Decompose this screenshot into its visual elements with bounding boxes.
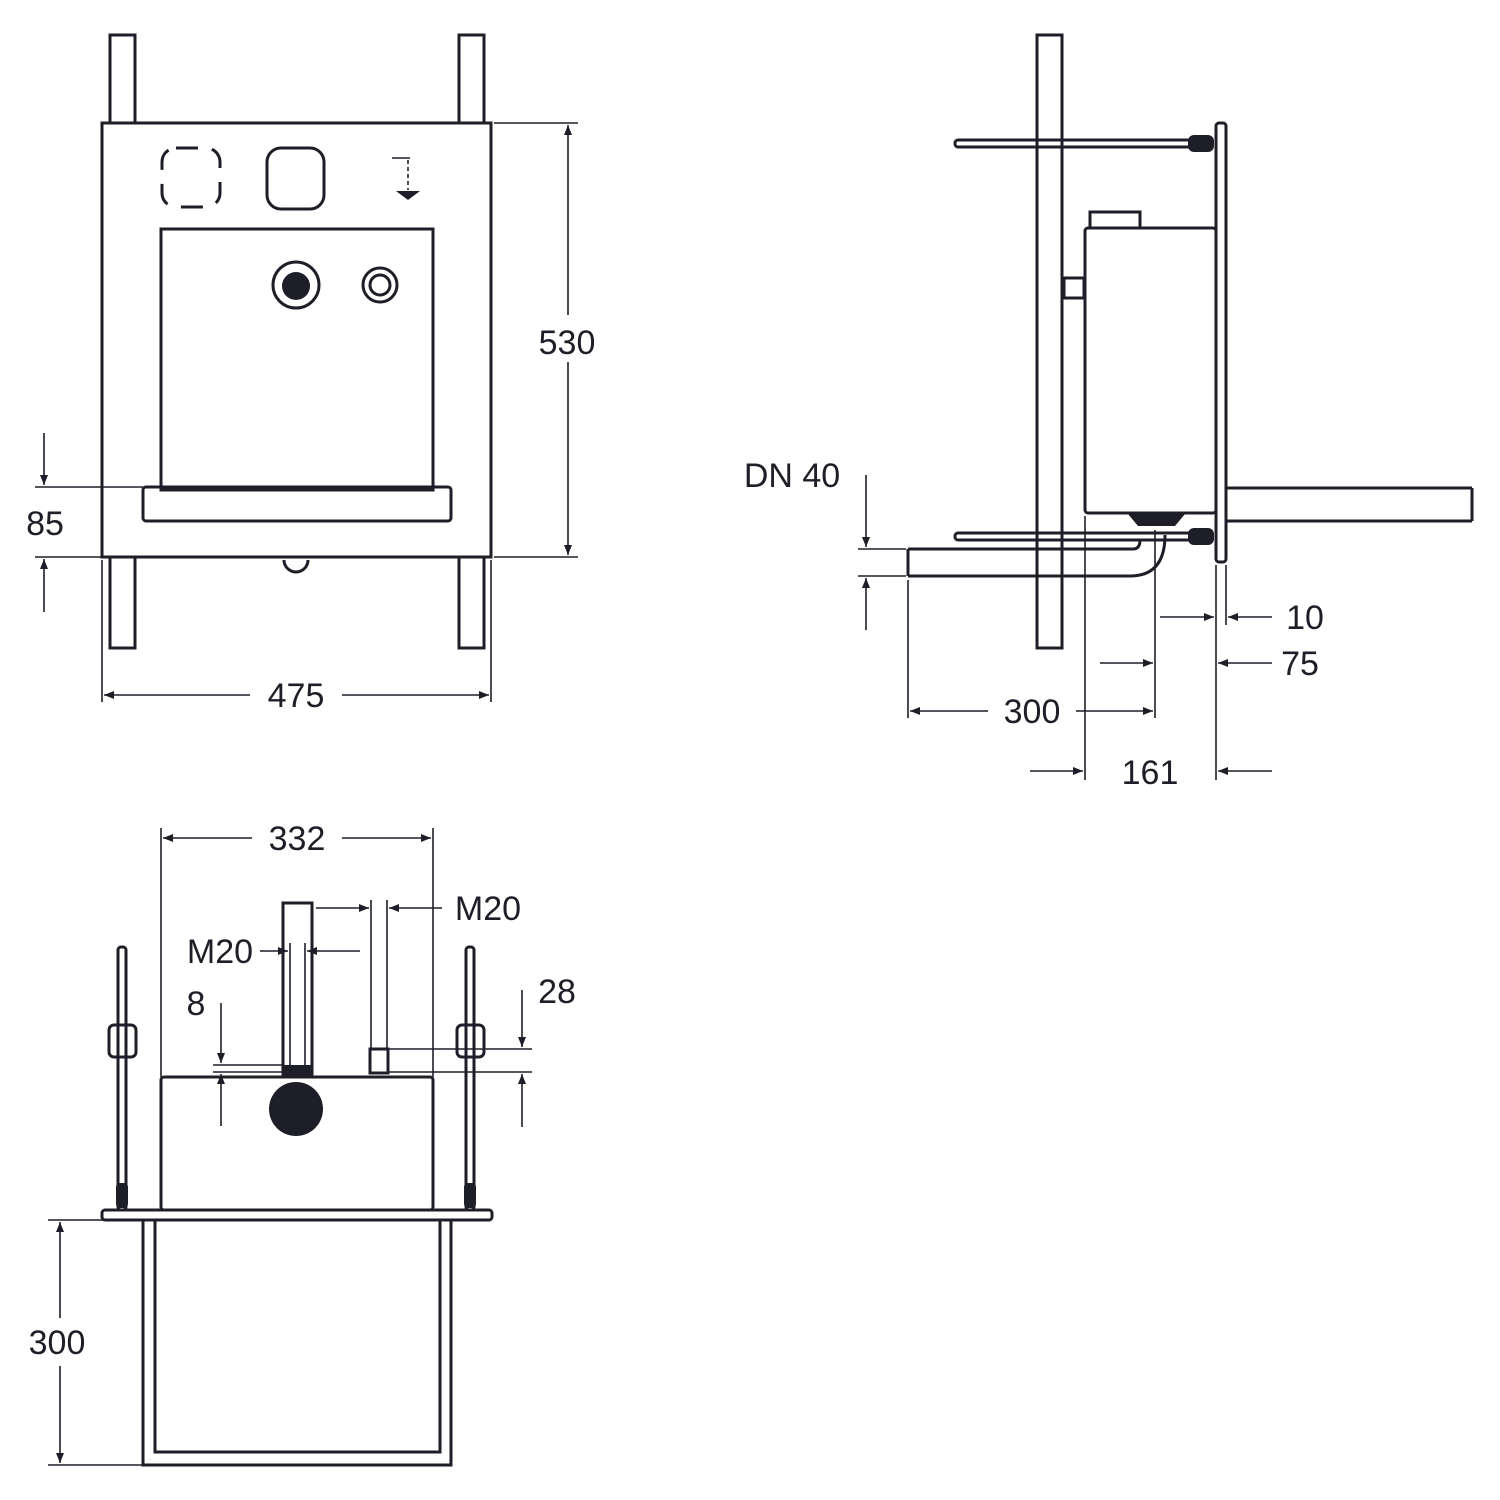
dim-plate: 10: [1286, 599, 1324, 637]
side-view: 10 75 300 161 DN 40: [744, 33, 1474, 792]
drain-icon: [269, 1082, 323, 1136]
dim-thread-left: M20: [187, 933, 253, 971]
push-button-icon: [271, 260, 321, 310]
drain-symbol-icon: [392, 157, 420, 200]
dim-box-width: 332: [269, 820, 326, 858]
dim-width: 475: [268, 677, 325, 715]
top-view: 332 M20 M20 8 28 300: [29, 820, 576, 1467]
dim-pipe: DN 40: [744, 457, 840, 495]
inner-panel: [159, 227, 435, 492]
dim-offset: 75: [1281, 645, 1319, 683]
dim-28: 28: [538, 973, 576, 1011]
dim-shelf: 85: [26, 505, 64, 543]
dim-depth: 300: [1004, 693, 1061, 731]
front-view: 475 530 85: [26, 33, 596, 715]
dim-frame-depth: 300: [29, 1324, 86, 1362]
wall-plate: [1035, 33, 1064, 650]
dashed-sensor-icon: [160, 146, 222, 209]
valve-knob-icon: [361, 266, 399, 304]
dim-8: 8: [187, 985, 206, 1023]
dim-box-depth: 161: [1122, 754, 1179, 792]
sensor-window-icon: [265, 146, 326, 211]
frame-outline: [100, 121, 493, 559]
dim-thread-right: M20: [455, 890, 521, 928]
dim-height: 530: [539, 324, 596, 362]
box: [1083, 226, 1218, 515]
shelf: [141, 485, 453, 523]
